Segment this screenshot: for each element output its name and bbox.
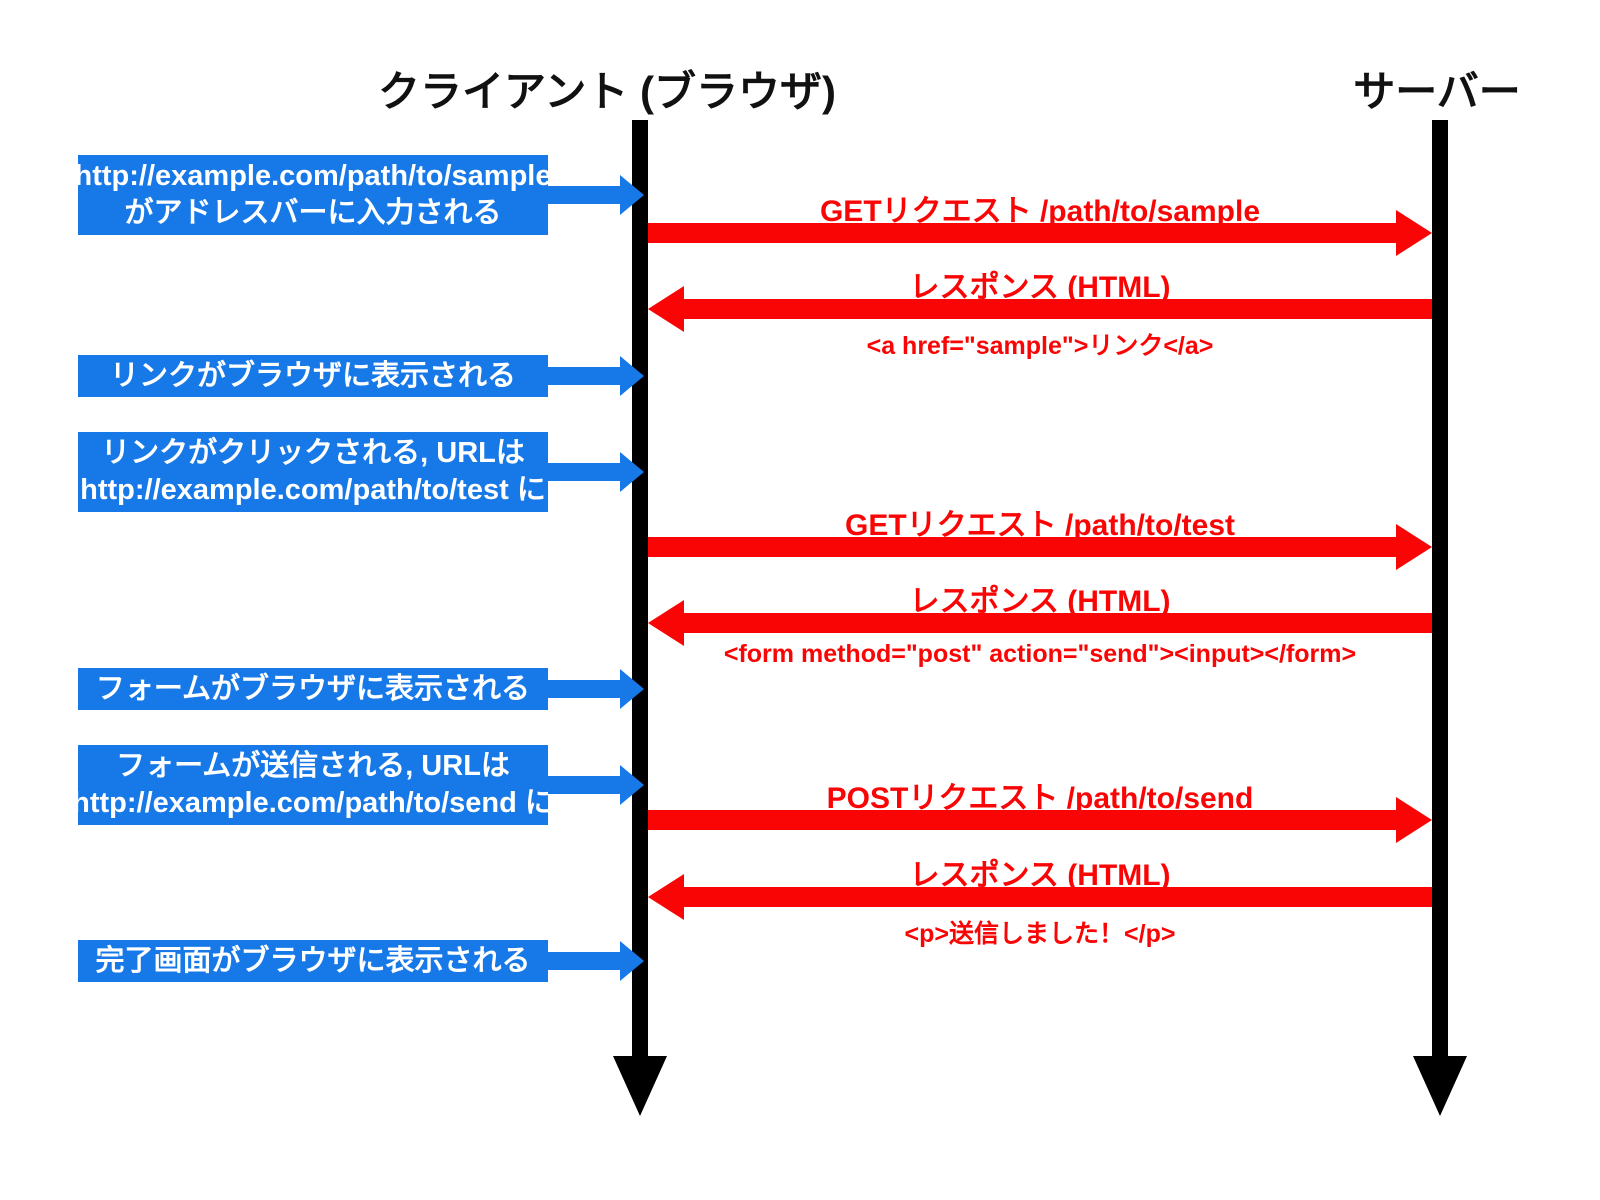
arrow-right-icon [620,356,644,396]
arrow-shaft [648,810,1396,830]
event-text-line: フォームがブラウザに表示される [95,672,531,705]
message-label: GETリクエスト /path/to/sample [819,195,1261,228]
arrow-right-icon [620,175,644,215]
event-text-line: フォームが送信される, URLは [116,750,510,782]
arrow-down-icon [1413,1056,1467,1116]
client-event-form-submitted: フォームが送信される, URLは http://example.com/path… [72,745,554,825]
client-event-link-clicked: リンクがクリックされる, URLは http://example.com/pat… [78,432,548,512]
message-sublabel: <form method="post" action="send"><input… [723,640,1357,668]
arrow-right-icon [620,941,644,981]
message-label: GETリクエスト /path/to/test [845,509,1235,542]
message-sublabel: <p>送信しました！</p> [904,920,1176,948]
arrow-shaft [548,952,620,970]
arrow-shaft [548,776,620,794]
arrow-shaft [684,613,1432,633]
arrow-shaft [548,186,620,204]
arrow-right-icon [1396,797,1432,843]
client-lifeline [632,120,648,1058]
arrow-left-icon [648,286,684,332]
event-text-line: リンクがクリックされる, URLは [101,437,525,469]
arrow-shaft [648,537,1396,557]
client-event-form-shown: フォームがブラウザに表示される [78,668,548,710]
arrow-shaft [684,299,1432,319]
arrow-shaft [648,223,1396,243]
message-label: レスポンス (HTML) [909,585,1171,618]
arrow-shaft [548,367,620,385]
arrow-right-icon [620,765,644,805]
event-text-line: http://example.com/path/to/sample [74,160,552,192]
message-label: レスポンス (HTML) [909,271,1171,304]
arrow-right-icon [1396,524,1432,570]
event-text-line: がアドレスバーに入力される [124,197,502,229]
message-label: POSTリクエスト /path/to/send [826,782,1254,815]
server-lifeline-title: サーバー [1353,68,1521,115]
arrow-left-icon [648,874,684,920]
client-event-link-shown: リンクがブラウザに表示される [78,355,548,397]
event-text-line: リンクがブラウザに表示される [109,359,516,392]
arrow-right-icon [620,452,644,492]
event-text-line: http://example.com/path/to/test に [80,474,546,506]
arrow-right-icon [1396,210,1432,256]
server-lifeline [1432,120,1448,1058]
event-text-line: 完了画面がブラウザに表示される [95,944,531,977]
client-event-done-shown: 完了画面がブラウザに表示される [78,940,548,982]
arrow-shaft [684,887,1432,907]
arrow-right-icon [620,669,644,709]
client-event-url-entered: http://example.com/path/to/sample がアドレスバ… [75,155,552,235]
arrow-shaft [548,680,620,698]
message-sublabel: <a href="sample">リンク</a> [866,332,1214,360]
message-label: レスポンス (HTML) [909,859,1171,892]
arrow-down-icon [613,1056,667,1116]
arrow-shaft [548,463,620,481]
arrow-left-icon [648,600,684,646]
event-text-line: http://example.com/path/to/send に [72,787,554,819]
client-lifeline-title: クライアント (ブラウザ) [378,68,836,115]
